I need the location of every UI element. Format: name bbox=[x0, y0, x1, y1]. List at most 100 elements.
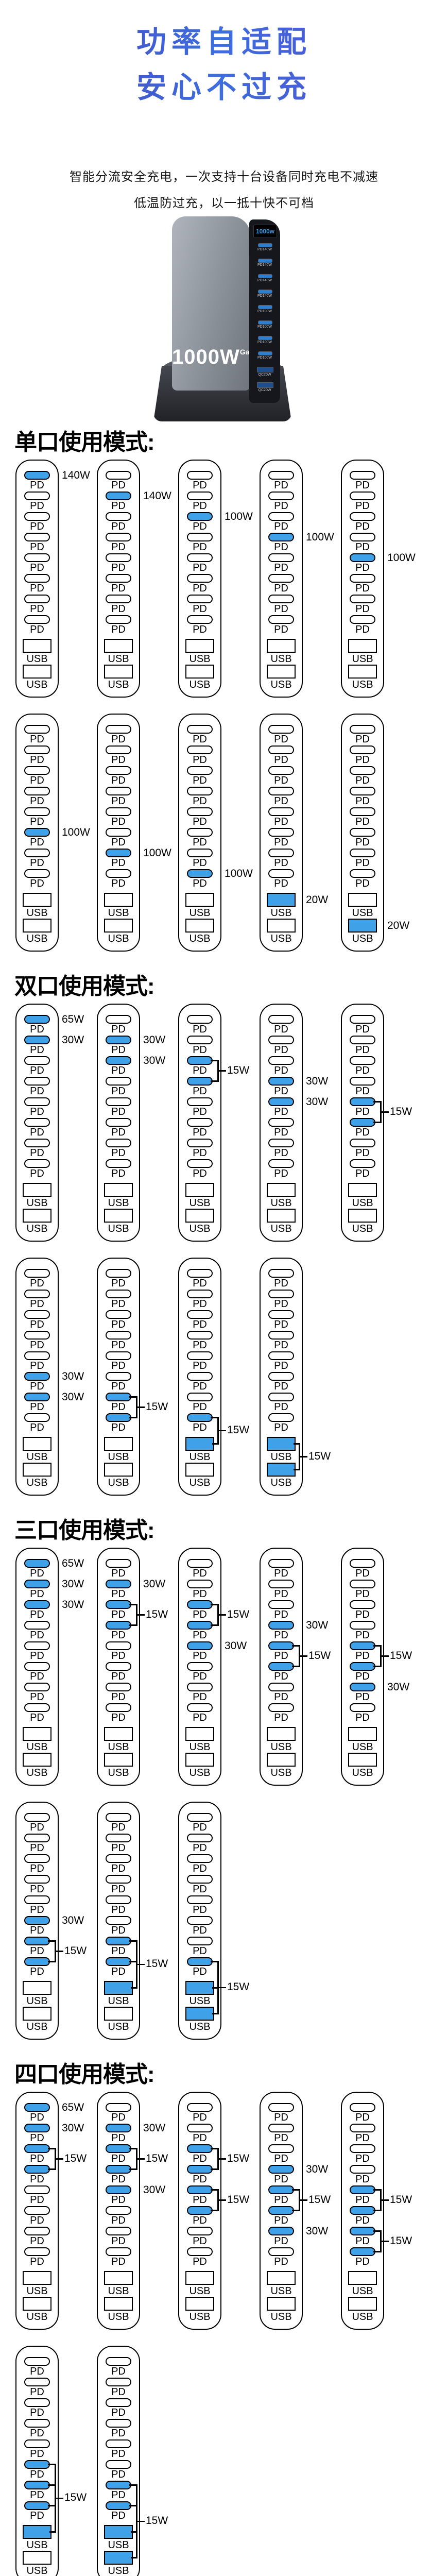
port-type-label: USB bbox=[108, 2565, 129, 2576]
port-type-label: PD bbox=[193, 1024, 207, 1035]
port-type-label: PD bbox=[111, 2510, 126, 2521]
type-c-port-7 bbox=[268, 1683, 294, 1691]
type-c-port-2 bbox=[187, 492, 213, 500]
type-c-port-6 bbox=[24, 2206, 50, 2215]
port-type-label: USB bbox=[270, 679, 292, 690]
port-type-label: USB bbox=[108, 1197, 129, 1209]
port-type-label: PD bbox=[30, 480, 44, 491]
type-c-port-8 bbox=[350, 869, 375, 878]
port-type-label: PD bbox=[355, 1044, 370, 1056]
watt-label: 30W bbox=[143, 2122, 166, 2134]
port-type-label: PD bbox=[30, 1691, 44, 1703]
port-type-label: PD bbox=[274, 1278, 288, 1289]
port-type-label: PD bbox=[193, 1086, 207, 1097]
type-c-port-7 bbox=[187, 1937, 213, 1945]
usb-a-port-9 bbox=[267, 2271, 296, 2285]
type-c-port-1 bbox=[350, 471, 375, 480]
type-c-port-2 bbox=[187, 1580, 213, 1588]
type-c-port-8 bbox=[187, 1413, 213, 1422]
type-c-port-6 bbox=[24, 1916, 50, 1925]
port-type-label: PD bbox=[111, 624, 126, 635]
port-type-label: PD bbox=[30, 500, 44, 512]
type-c-port-5 bbox=[106, 1097, 131, 1106]
watt-label: 30W bbox=[62, 1598, 84, 1611]
type-c-port-4 bbox=[106, 1875, 131, 1884]
bracket-label-tick bbox=[137, 2520, 145, 2522]
port-type-label: PD bbox=[274, 1401, 288, 1413]
type-c-port-6 bbox=[24, 1372, 50, 1381]
type-c-port-2 bbox=[268, 1036, 294, 1044]
type-c-port-4 bbox=[106, 1331, 131, 1340]
usb-a-port-10 bbox=[348, 665, 377, 679]
type-c-port-4 bbox=[268, 787, 294, 795]
port-type-label: USB bbox=[352, 1223, 373, 1234]
port-type-label: PD bbox=[111, 603, 126, 615]
bracket-label-tick bbox=[300, 1655, 307, 1657]
port-type-label: PD bbox=[193, 480, 207, 491]
port-type-label: PD bbox=[111, 1712, 126, 1723]
usb-a-port-9 bbox=[104, 1183, 133, 1197]
shared-watt-label: 15W bbox=[146, 1608, 168, 1620]
usb-a-port-10 bbox=[185, 919, 214, 933]
type-c-port-2 bbox=[350, 1036, 375, 1044]
usb-a-port-9 bbox=[185, 2271, 214, 2285]
type-c-port-1 bbox=[187, 471, 213, 480]
type-c-port-6 bbox=[187, 1118, 213, 1127]
type-c-port-2 bbox=[106, 1290, 131, 1298]
port-type-label: PD bbox=[30, 1106, 44, 1117]
type-c-port-2 bbox=[187, 2124, 213, 2132]
port-type-label: PD bbox=[30, 603, 44, 615]
port-type-label: PD bbox=[193, 1065, 207, 1076]
usb-a-port-10 bbox=[348, 919, 377, 933]
type-c-port-5 bbox=[187, 1097, 213, 1106]
type-c-port-2 bbox=[187, 1290, 213, 1298]
usb-a-port-9 bbox=[267, 1183, 296, 1197]
usb-a-port-10 bbox=[185, 2297, 214, 2311]
section-heading: 单口使用模式: bbox=[0, 423, 448, 460]
port-type-label: PD bbox=[193, 1671, 207, 1682]
port-type-label: PD bbox=[111, 1319, 126, 1330]
type-c-port-3 bbox=[268, 512, 294, 521]
port-type-label: PD bbox=[30, 1925, 44, 1936]
port-type-label: PD bbox=[274, 878, 288, 889]
port-type-label: PD bbox=[274, 603, 288, 615]
type-c-port-3 bbox=[106, 1854, 131, 1863]
watt-label: 20W bbox=[306, 893, 329, 906]
port-type-label: USB bbox=[26, 2021, 48, 2032]
port-type-label: PD bbox=[111, 2366, 126, 2377]
port-type-label: PD bbox=[274, 1630, 288, 1641]
port-type-label: USB bbox=[189, 1767, 211, 1778]
port-type-label: USB bbox=[26, 1741, 48, 1753]
port-type-label: PD bbox=[30, 1401, 44, 1413]
type-c-port-8 bbox=[24, 1413, 50, 1422]
type-c-port-8 bbox=[24, 1957, 50, 1966]
type-c-port-1 bbox=[24, 2103, 50, 2112]
usb-a-port-9 bbox=[348, 1727, 377, 1741]
type-c-port-3 bbox=[268, 2144, 294, 2153]
port-type-label: USB bbox=[189, 1995, 211, 2007]
port-type-label: PD bbox=[111, 1340, 126, 1351]
port-type-label: PD bbox=[193, 734, 207, 745]
type-c-port-3 bbox=[187, 766, 213, 775]
charger-body: 1000WGaN⁴ bbox=[172, 216, 258, 391]
usb-a-port-10 bbox=[267, 1209, 296, 1223]
usb-a-port-10 bbox=[23, 1209, 51, 1223]
port-type-label: PD bbox=[30, 1168, 44, 1179]
usb-a-port-9 bbox=[185, 1183, 214, 1197]
shared-watt-label: 15W bbox=[146, 1958, 168, 1970]
bracket-tick bbox=[373, 2189, 380, 2191]
port-type-label: PD bbox=[355, 521, 370, 532]
usb-a-port-10 bbox=[185, 1753, 214, 1767]
port-type-label: PD bbox=[30, 878, 44, 889]
port-type-label: PD bbox=[30, 2112, 44, 2123]
type-c-port-2 bbox=[350, 1580, 375, 1588]
usb-a-port-10 bbox=[348, 1209, 377, 1223]
type-c-port-6 bbox=[187, 2206, 213, 2215]
port-type-label: PD bbox=[30, 1904, 44, 1916]
usb-a-port-10 bbox=[104, 919, 133, 933]
usb-a-port-10 bbox=[23, 665, 51, 679]
port-type-label: PD bbox=[30, 1650, 44, 1662]
